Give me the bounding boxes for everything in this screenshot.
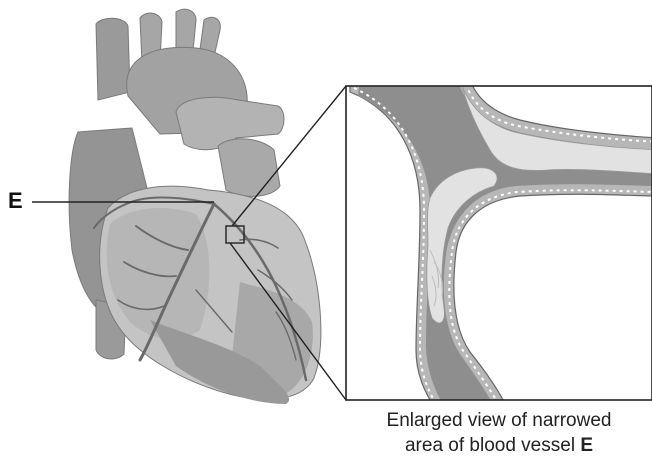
caption-line-1: Enlarged view of narrowed (346, 408, 652, 433)
heart (69, 9, 321, 404)
superior-vena-cava (96, 18, 130, 100)
left-atrium (218, 139, 280, 197)
zoomed-vessel-view (346, 80, 652, 410)
caption-line-2-text: area of blood vessel (405, 435, 580, 456)
zoom-caption: Enlarged view of narrowed area of blood … (346, 408, 652, 458)
caption-vessel-label: E (580, 435, 593, 456)
caption-line-2: area of blood vessel E (346, 433, 652, 458)
vessel-label-e: E (8, 188, 23, 214)
